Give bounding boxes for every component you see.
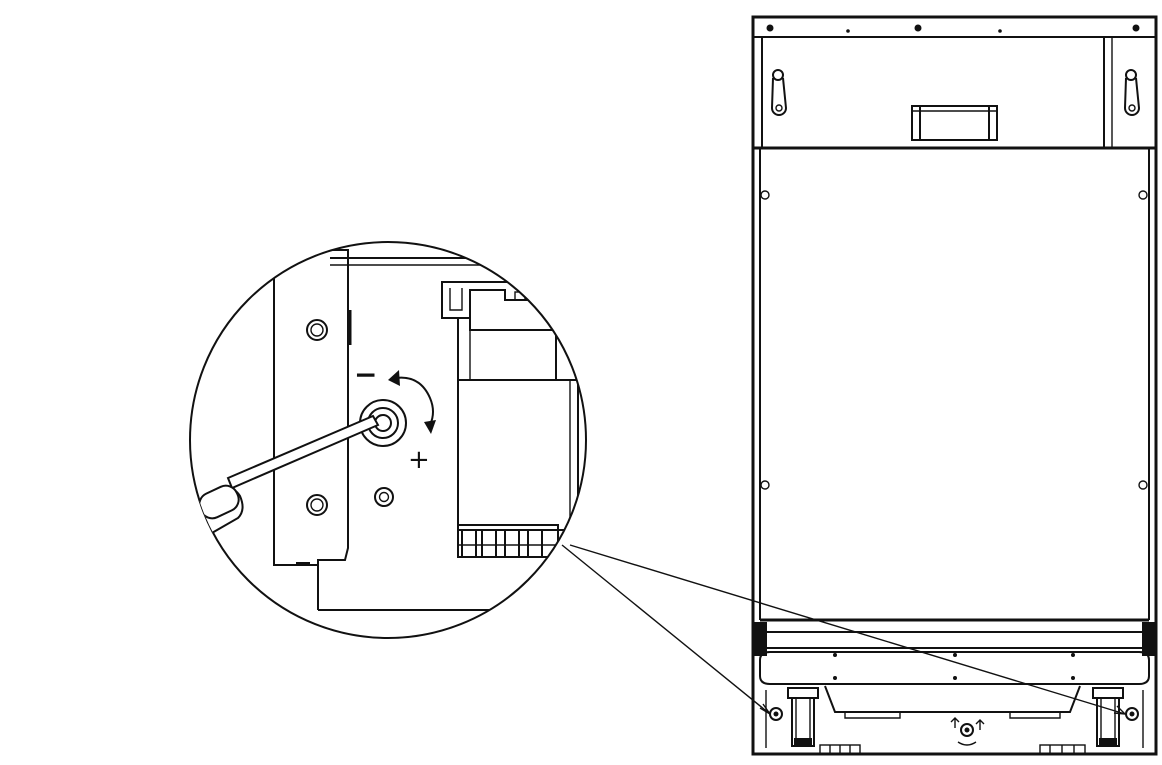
leader-lines: [561, 544, 1127, 715]
detail-circle: [189, 241, 587, 639]
door-screw-hole: [760, 480, 770, 490]
door-screw-hole: [1138, 190, 1148, 200]
top-bracket: [911, 105, 998, 141]
door-screw-hole: [1138, 480, 1148, 490]
keyhole-slot-right: [1123, 69, 1141, 116]
door-panel: [759, 148, 1150, 622]
leader-line: [561, 544, 771, 715]
base-kickplate: [753, 622, 1156, 755]
dishwasher-front-view: [751, 15, 1158, 756]
leader-line: [569, 544, 1126, 715]
center-foot-screw: [950, 717, 985, 746]
door-screw-hole: [760, 190, 770, 200]
panel-screw: [306, 319, 328, 341]
hinge-bracket: [441, 281, 579, 558]
keyhole-slot-left: [770, 69, 788, 116]
plus-sign: +: [408, 445, 430, 475]
side-panel: [273, 242, 349, 566]
panel-screw: [374, 487, 394, 507]
rotation-arrow-icon: [388, 370, 436, 434]
panel-screw: [306, 494, 328, 516]
adjustment-screw-icon: [1125, 707, 1139, 721]
adjustable-foot-right: [1092, 687, 1139, 747]
adjustable-foot-left: [769, 687, 819, 747]
dishwasher-outline: [751, 15, 1158, 756]
screwdriver-icon: [190, 414, 380, 623]
minus-sign: −: [354, 358, 377, 391]
top-mounting-panel: [753, 37, 1156, 150]
magnified-detail: − +: [189, 241, 587, 639]
